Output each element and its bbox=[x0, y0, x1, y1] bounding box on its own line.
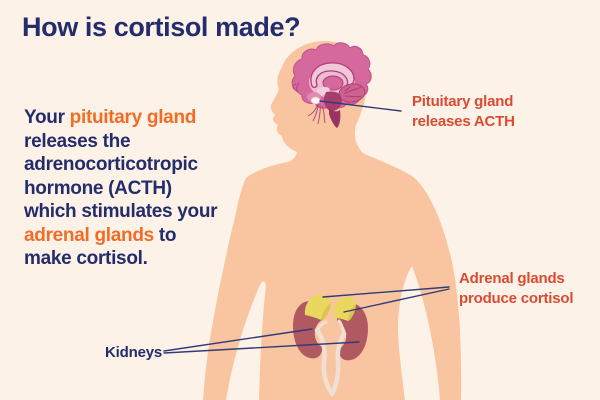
pituitary-gland-shape bbox=[310, 96, 321, 105]
label-adrenal-glands: Adrenal glands produce cortisol bbox=[459, 270, 574, 307]
brain-illustration bbox=[291, 42, 372, 128]
pointer-line-pituitary bbox=[319, 100, 402, 112]
pointer-line-kidney-right bbox=[163, 341, 360, 354]
pointer-line-adrenal-right bbox=[343, 288, 450, 313]
renal-calyx-shape bbox=[315, 319, 346, 336]
body-silhouette bbox=[203, 41, 462, 400]
page-title: How is cortisol made? bbox=[22, 12, 301, 42]
thalamus-shape bbox=[322, 75, 344, 91]
label-kidneys: Kidneys bbox=[105, 344, 162, 361]
pointer-line-adrenal-left bbox=[322, 286, 450, 298]
cerebellum-veins bbox=[343, 86, 362, 98]
ureters-shape bbox=[314, 327, 347, 397]
adrenal-left-shape bbox=[304, 294, 331, 320]
nerve-lines bbox=[292, 82, 326, 125]
adrenal-left-shade bbox=[321, 302, 331, 320]
adrenal-right-shade bbox=[348, 304, 356, 321]
brainstem-shape bbox=[329, 108, 341, 128]
pointer-line-kidney-left bbox=[163, 328, 313, 352]
arm-gap-left bbox=[226, 281, 266, 400]
adrenal-right-shape bbox=[333, 296, 356, 321]
label-pituitary-gland: Pituitary gland releases ACTH bbox=[412, 93, 515, 130]
arm-gap-right bbox=[397, 266, 440, 400]
midbrain-shape bbox=[323, 91, 342, 112]
